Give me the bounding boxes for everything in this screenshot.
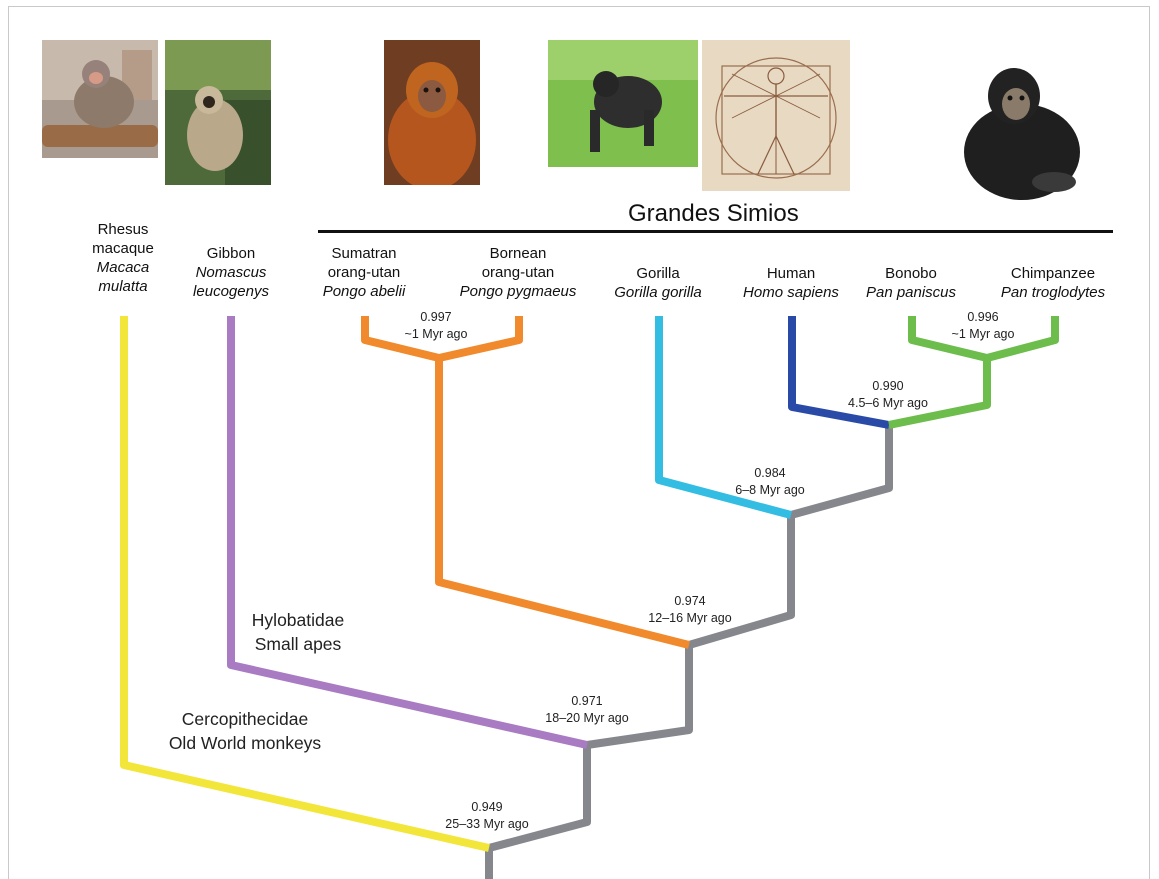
branch-internal-backbone (489, 425, 889, 879)
taxon-human: Human Homo sapiens (743, 264, 839, 302)
taxon-bonobo: Bonobo Pan paniscus (866, 264, 956, 302)
node-pan-split: 0.996~1 Myr ago (952, 309, 1015, 343)
taxon-rhesus: Rhesus macaque Macaca mulatta (92, 220, 154, 296)
taxon-sumatran-orangutan: Sumatran orang-utan Pongo abelii (323, 244, 406, 301)
taxon-bornean-orangutan: Bornean orang-utan Pongo pygmaeus (460, 244, 577, 301)
branch-rhesus (124, 316, 489, 848)
taxon-chimpanzee: Chimpanzee Pan troglodytes (1001, 264, 1105, 302)
taxon-gibbon: Gibbon Nomascus leucogenys (193, 244, 269, 301)
branch-gibbon (231, 316, 587, 745)
node-orangutan-split: 0.997~1 Myr ago (405, 309, 468, 343)
taxon-gorilla: Gorilla Gorilla gorilla (614, 264, 702, 302)
